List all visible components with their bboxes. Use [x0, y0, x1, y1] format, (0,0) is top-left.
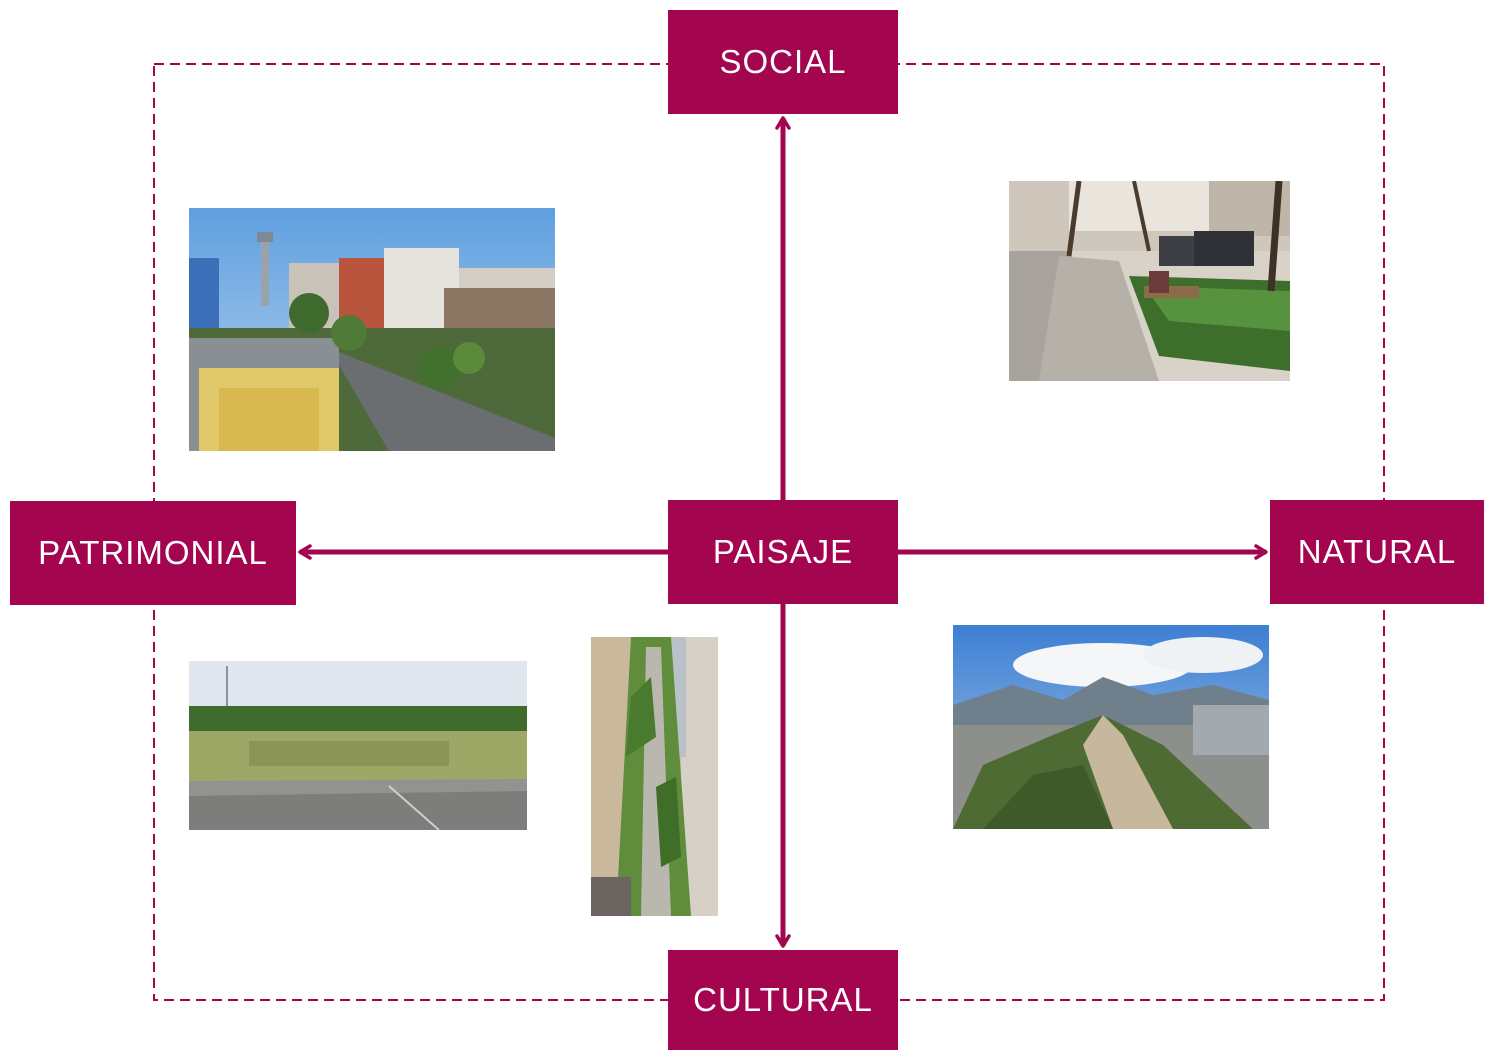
mountain-hill-photo: [953, 625, 1269, 829]
node-natural-label: NATURAL: [1297, 533, 1457, 570]
node-natural: NATURAL: [1270, 500, 1484, 604]
node-patrimonial: PATRIMONIAL: [10, 501, 296, 605]
node-cultural-label: CULTURAL: [693, 981, 873, 1018]
node-social-label: SOCIAL: [719, 43, 847, 80]
node-social: SOCIAL: [668, 10, 898, 114]
linear-park-photo: [591, 637, 718, 916]
sidewalk-garden-photo: [1009, 181, 1290, 381]
node-paisaje: PAISAJE: [668, 500, 898, 604]
park-field-photo: [189, 661, 527, 830]
node-patrimonial-label: PATRIMONIAL: [38, 534, 268, 571]
node-cultural: CULTURAL: [668, 950, 898, 1050]
node-paisaje-label: PAISAJE: [712, 533, 854, 570]
city-buildings-photo: [189, 208, 555, 451]
